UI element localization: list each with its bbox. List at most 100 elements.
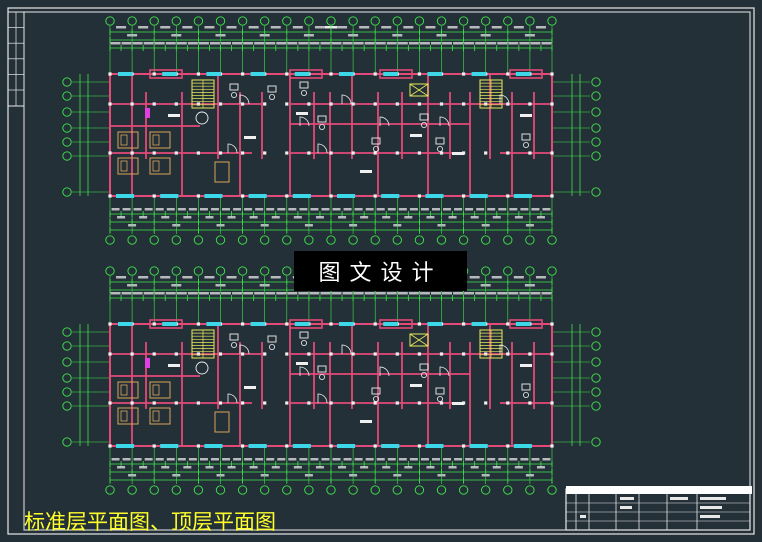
- axis-bubble: [62, 137, 72, 147]
- axis-bubble: [260, 235, 270, 245]
- dimension-text: [243, 42, 254, 45]
- window: [383, 322, 398, 326]
- dimension-text: [536, 216, 545, 219]
- drawing-caption: 标准层平面图、顶层平面图: [24, 510, 276, 534]
- axis-bubble: [149, 235, 159, 245]
- bay-wall: [149, 69, 183, 79]
- fixture: [435, 387, 445, 395]
- dimension-text: [519, 42, 530, 45]
- dimension-text: [386, 42, 397, 45]
- fixture: [419, 363, 429, 371]
- dimension-text: [177, 208, 186, 211]
- column: [417, 72, 421, 76]
- axis-bubble: [547, 235, 557, 245]
- dimension-text: [364, 42, 375, 45]
- axis-bubble: [282, 485, 292, 495]
- axis-bubble: [304, 16, 314, 26]
- dimension-text: [470, 466, 479, 469]
- dimension-text: [470, 216, 479, 219]
- dimension-text: [199, 208, 208, 211]
- column: [550, 102, 554, 106]
- column: [285, 352, 289, 356]
- axis-bubble: [481, 266, 491, 276]
- column: [373, 151, 377, 155]
- window: [250, 72, 266, 76]
- dimension-text: [513, 276, 524, 279]
- window: [118, 322, 133, 326]
- axis-bubble: [62, 341, 72, 351]
- dimension-text: [232, 292, 243, 295]
- dimension-text: [221, 292, 232, 295]
- door-swing: [499, 344, 510, 355]
- dimension-text: [375, 42, 386, 45]
- dimension-text: [342, 292, 353, 295]
- title-block-header: [566, 486, 752, 494]
- elevator-cross: [409, 333, 429, 347]
- dimension-text: [248, 26, 259, 29]
- column: [307, 401, 311, 405]
- kitchen-fixture: [145, 358, 150, 368]
- dimension-text: [426, 466, 435, 469]
- door-swing: [317, 393, 328, 404]
- dimension-text: [139, 216, 148, 219]
- column: [484, 352, 488, 356]
- axis-bubble: [525, 16, 535, 26]
- dimension-text: [232, 42, 243, 45]
- dimension-text: [155, 458, 164, 461]
- column: [285, 444, 289, 448]
- column: [439, 151, 444, 155]
- title-block-border: [565, 488, 751, 531]
- dimension-text: [287, 42, 298, 45]
- axis-bubble: [260, 485, 270, 495]
- dimension-text: [271, 466, 280, 469]
- title-block-text: [620, 506, 632, 509]
- fixture: [436, 145, 443, 152]
- axis-bubble: [392, 16, 402, 26]
- column: [196, 444, 200, 448]
- column: [395, 151, 399, 155]
- axis-bubble: [215, 485, 226, 495]
- column: [263, 151, 267, 155]
- axis-bubble: [215, 235, 226, 245]
- column: [108, 322, 112, 326]
- column: [218, 352, 223, 356]
- bay-wall: [379, 69, 413, 79]
- dimension-text: [183, 466, 192, 469]
- dimension-text: [331, 292, 342, 295]
- dimension-text: [486, 292, 497, 295]
- dimension-text: [509, 208, 518, 211]
- axis-bubble: [171, 16, 181, 26]
- elevator-cross: [409, 83, 429, 97]
- door-swing: [239, 344, 250, 355]
- column: [285, 401, 289, 405]
- axis-bubble: [127, 16, 137, 26]
- dimension-text: [398, 208, 407, 211]
- dimension-text: [298, 42, 309, 45]
- dimension-text: [397, 42, 408, 45]
- axis-bubble: [591, 123, 601, 133]
- column: [241, 444, 245, 448]
- column: [528, 151, 532, 155]
- dimension-text: [419, 42, 430, 45]
- dimension-text: [265, 292, 276, 295]
- column: [152, 102, 156, 106]
- window: [294, 322, 310, 326]
- dimension-text: [117, 216, 126, 219]
- axis-bubble: [171, 266, 181, 276]
- window: [469, 194, 488, 198]
- window: [294, 72, 310, 76]
- dimension-text: [464, 42, 475, 45]
- column: [417, 151, 421, 155]
- axis-bubble: [326, 235, 336, 245]
- dimension-text: [469, 26, 480, 29]
- axis-bubble: [215, 266, 226, 276]
- dimension-text: [409, 458, 418, 461]
- axis-bubble: [591, 107, 601, 117]
- column: [329, 352, 333, 356]
- axis-bubble: [237, 485, 248, 495]
- dimension-text: [491, 276, 502, 279]
- door-swing: [227, 143, 238, 154]
- dimension-text: [176, 42, 187, 45]
- door-swing: [299, 366, 310, 377]
- fixture: [300, 90, 307, 97]
